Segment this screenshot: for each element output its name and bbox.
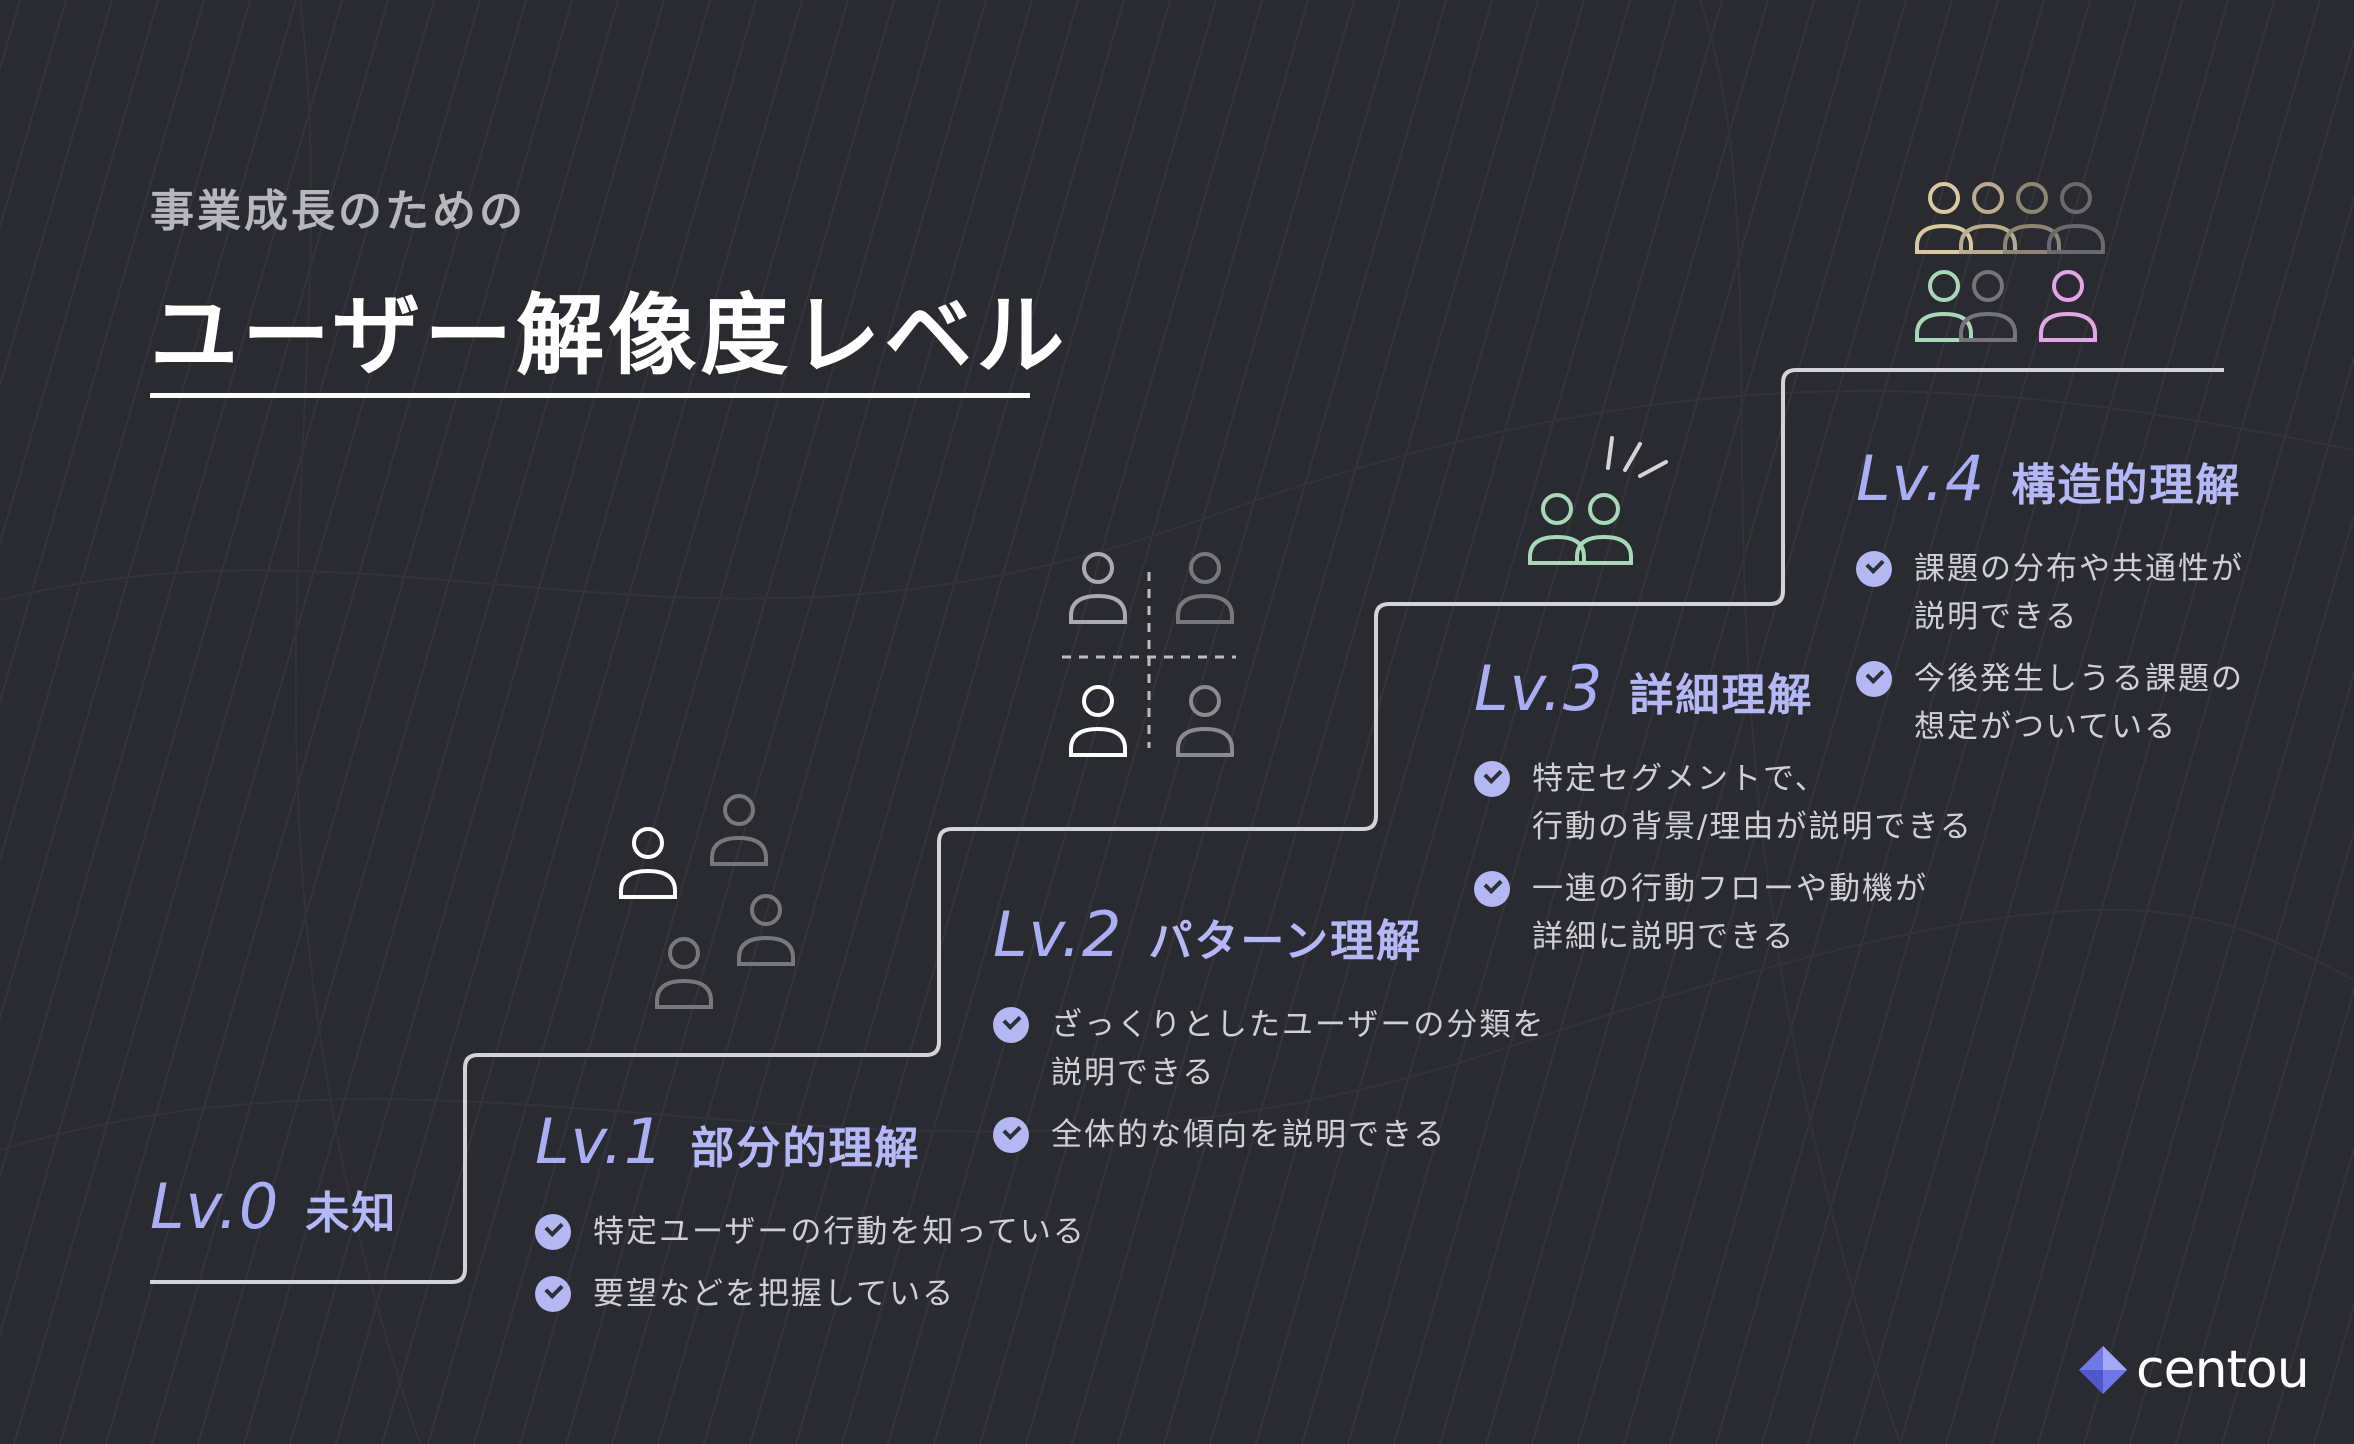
- item-text: 全体的な傾向を説明できる: [1051, 1117, 1447, 1153]
- lv1-users-group: [619, 794, 795, 1009]
- user-icon: [1528, 493, 1586, 565]
- user-icon: [710, 794, 768, 866]
- level-1-block: Lv.1 部分的理解 特定ユーザーの行動を知っている 要望などを把握している: [535, 1105, 1086, 1332]
- level-code: Lv.2: [993, 898, 1123, 971]
- page-subtitle: 事業成長のための: [150, 186, 526, 237]
- level-name: 詳細理解: [1629, 670, 1814, 721]
- title-underline: [150, 393, 1030, 398]
- level-0-heading: Lv.0 未知: [150, 1170, 397, 1243]
- level-1-items: 特定ユーザーの行動を知っている 要望などを把握している: [535, 1208, 1086, 1318]
- item-text: 特定セグメントで、 行動の背景/理由が説明できる: [1532, 761, 1973, 845]
- lv3-users-pair: [1528, 436, 1668, 565]
- list-item: 全体的な傾向を説明できる: [993, 1111, 1545, 1159]
- centou-diamond-icon: [2079, 1346, 2127, 1394]
- level-name: 構造的理解: [2011, 460, 2242, 511]
- user-icon: [1959, 182, 2017, 254]
- list-item: 特定ユーザーの行動を知っている: [535, 1208, 1086, 1256]
- level-1-heading: Lv.1 部分的理解: [535, 1105, 1086, 1178]
- level-name: 未知: [305, 1188, 398, 1239]
- level-4-block: Lv.4 構造的理解 課題の分布や共通性が 説明できる 今後発生しうる課題の 想…: [1856, 442, 2244, 765]
- list-item: 課題の分布や共通性が 説明できる: [1856, 545, 2244, 641]
- level-code: Lv.3: [1474, 652, 1604, 725]
- page-title: ユーザー解像度レベル: [150, 284, 1069, 387]
- check-icon: [1474, 871, 1510, 907]
- staircase-line: [150, 368, 2224, 1284]
- user-icon: [1176, 552, 1234, 624]
- list-item: ざっくりとしたユーザーの分類を 説明できる: [993, 1001, 1545, 1097]
- item-text: 今後発生しうる課題の 想定がついている: [1914, 661, 2244, 745]
- list-item: 特定セグメントで、 行動の背景/理由が説明できる: [1474, 755, 1973, 851]
- level-2-items: ざっくりとしたユーザーの分類を 説明できる 全体的な傾向を説明できる: [993, 1001, 1545, 1159]
- level-2-heading: Lv.2 パターン理解: [993, 898, 1545, 971]
- item-text: 要望などを把握している: [593, 1276, 956, 1312]
- user-icon: [1069, 685, 1127, 757]
- user-icon: [1915, 182, 1973, 254]
- item-text: ざっくりとしたユーザーの分類を 説明できる: [1051, 1007, 1546, 1091]
- user-icon: [2047, 182, 2105, 254]
- brand-name: centou: [2136, 1340, 2310, 1400]
- user-icon: [2039, 270, 2097, 342]
- check-icon: [1474, 761, 1510, 797]
- lv2-users-grid: [1062, 552, 1236, 757]
- level-name: 部分的理解: [690, 1123, 921, 1174]
- user-icon: [655, 937, 713, 1009]
- lv4-users-cluster: [1915, 182, 2105, 342]
- level-4-items: 課題の分布や共通性が 説明できる 今後発生しうる課題の 想定がついている: [1856, 545, 2244, 751]
- speech-lines-icon: [1606, 436, 1668, 478]
- level-name: パターン理解: [1148, 916, 1423, 967]
- level-3-heading: Lv.3 詳細理解: [1474, 652, 1973, 725]
- list-item: 一連の行動フローや動機が 詳細に説明できる: [1474, 865, 1973, 961]
- item-text: 一連の行動フローや動機が 詳細に説明できる: [1532, 871, 1928, 955]
- level-0-block: Lv.0 未知: [150, 1170, 397, 1243]
- check-icon: [535, 1214, 571, 1250]
- item-text: 特定ユーザーの行動を知っている: [593, 1214, 1086, 1250]
- user-icon: [619, 827, 677, 899]
- level-code: Lv.4: [1856, 442, 1986, 515]
- check-icon: [993, 1007, 1029, 1043]
- level-code: Lv.0: [150, 1170, 280, 1243]
- user-icon: [1959, 270, 2017, 342]
- user-icon: [1176, 685, 1234, 757]
- check-icon: [993, 1117, 1029, 1153]
- item-text: 課題の分布や共通性が 説明できる: [1914, 551, 2244, 635]
- level-3-items: 特定セグメントで、 行動の背景/理由が説明できる 一連の行動フローや動機が 詳細…: [1474, 755, 1973, 961]
- check-icon: [1856, 551, 1892, 587]
- list-item: 要望などを把握している: [535, 1270, 1086, 1318]
- user-icon: [1915, 270, 1973, 342]
- level-2-block: Lv.2 パターン理解 ざっくりとしたユーザーの分類を 説明できる 全体的な傾向…: [993, 898, 1545, 1173]
- check-icon: [535, 1276, 571, 1312]
- user-icon: [1575, 493, 1633, 565]
- level-3-block: Lv.3 詳細理解 特定セグメントで、 行動の背景/理由が説明できる 一連の行動…: [1474, 652, 1973, 975]
- user-icon: [2003, 182, 2061, 254]
- user-icon: [1069, 552, 1127, 624]
- list-item: 今後発生しうる課題の 想定がついている: [1856, 655, 2244, 751]
- brand-logo: centou: [2076, 1340, 2310, 1400]
- level-4-heading: Lv.4 構造的理解: [1856, 442, 2244, 515]
- user-icon: [737, 894, 795, 966]
- check-icon: [1856, 661, 1892, 697]
- level-code: Lv.1: [535, 1105, 665, 1178]
